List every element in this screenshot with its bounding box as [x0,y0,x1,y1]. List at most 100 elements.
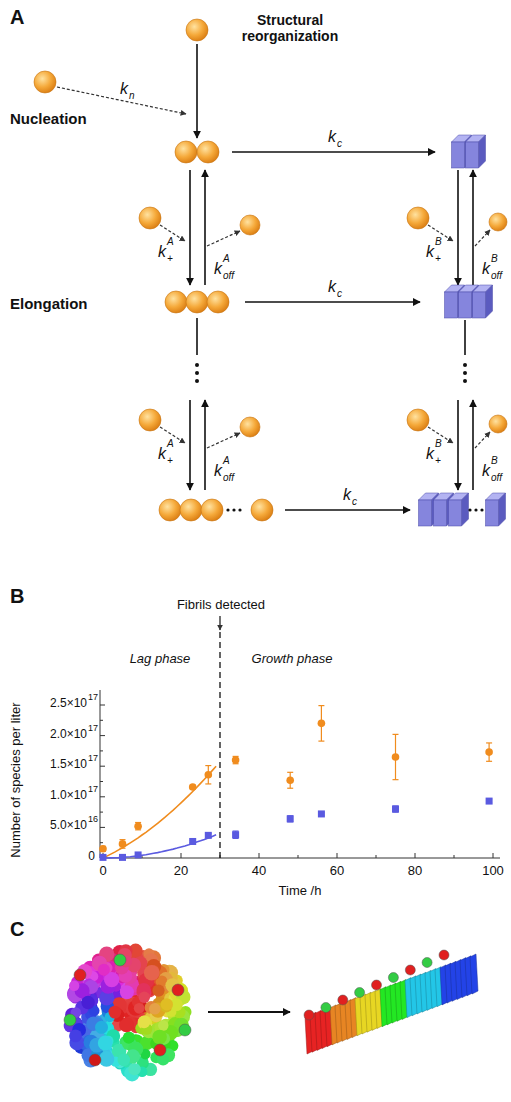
dashed-arrow [207,231,240,246]
marked-residue [114,954,126,966]
monomer-sphere [201,499,223,521]
fibril-arrow [219,616,220,630]
residue-sphere [158,1020,168,1030]
tick-label: 1.5×10 [50,758,87,772]
error-cap [205,765,211,766]
reaction-arrow [232,151,435,153]
data-circle [205,771,213,779]
axis-title: Number of species per liter [9,702,24,857]
data-circle [99,845,107,853]
monomer-sphere [34,71,56,93]
dashed-arrow [475,432,490,448]
monomer-sphere [186,291,208,313]
phase-label: Growth phase [252,652,333,667]
reaction-arrow [204,400,206,490]
rate-constant: k [158,243,166,261]
reaction-arrow [189,400,191,490]
data-square [205,832,212,839]
ellipsis-dot [195,363,199,367]
rate-constant: k [482,462,490,480]
marked-residue [422,958,432,968]
step-label: Nucleation [10,110,87,127]
marked-residue [355,988,365,998]
ellipsis-dot [238,508,241,511]
y-tick [100,750,103,751]
ellipsis-dot [226,508,229,511]
marked-residue [74,969,86,981]
error-cap [205,783,211,784]
y-tick [100,705,105,706]
marked-residue [64,1014,76,1026]
rate-subscript: + [167,253,173,265]
residue-sphere [98,1036,113,1051]
residue-sphere [128,1063,140,1075]
residue-sphere [152,985,164,997]
rate-subscript: + [435,455,441,467]
marked-residue [172,984,184,996]
error-cap [287,772,293,773]
rate-superscript: B [435,438,442,450]
block-side [499,493,506,526]
monomer-sphere [489,213,507,231]
data-square [318,810,325,817]
rate-subscript: off [223,472,234,484]
marked-residue [89,1054,101,1066]
chart-art [99,616,500,861]
monomer-sphere [139,409,161,431]
error-cap [486,761,492,762]
rate-subscript: c [337,288,342,300]
ellipsis-dot [195,371,199,375]
monomer-sphere [197,141,219,163]
structure-art [64,944,478,1082]
rate-superscript: B [435,236,442,248]
panel-letter: C [10,918,24,941]
error-cap [318,705,324,706]
rate-constant: k [426,243,434,261]
reaction-arrow [245,301,420,303]
tick-exponent: 17 [88,723,98,733]
rate-subscript: off [491,270,502,282]
reaction-arrow [457,400,459,490]
block-front [473,292,486,318]
data-circle [485,748,493,756]
error-cap [318,741,324,742]
tick-label: 2.5×10 [50,697,87,711]
reaction-arrow [472,400,474,490]
rate-constant: k [158,445,166,463]
step-label: Elongation [10,295,88,312]
data-square [392,806,399,813]
axis-text: 60 [330,864,344,879]
rate-subscript: + [167,455,173,467]
x-tick [415,853,416,858]
data-square [287,815,294,822]
monomer-sphere [180,499,202,521]
axis-text: Fibrils detected [177,598,265,613]
monomer-sphere [186,19,208,41]
x-tick [259,853,260,858]
tick-exponent: 16 [88,814,98,824]
rate-constant: k [328,128,336,146]
x-tick [298,855,299,858]
axis-text: 40 [252,864,266,879]
data-circle [286,776,294,784]
x-tick [337,853,338,858]
rate-constant: k [343,486,351,504]
rate-constant: k [426,445,434,463]
residue-sphere [69,1030,82,1043]
data-square [232,831,239,838]
reaction-arrow [457,170,459,285]
error-cap [393,734,399,735]
reaction-arrow [472,170,474,285]
residue-sphere [138,1016,151,1029]
tick-label: 2.0×10 [50,728,87,742]
transition-arrow [208,1011,290,1013]
block-side [479,135,486,168]
marked-residue [405,965,415,975]
residue-sphere [149,1003,161,1015]
connector-line [464,320,466,355]
rate-superscript: A [223,253,230,265]
rate-superscript: A [167,438,174,450]
data-circle [232,756,240,764]
axis-text: 0 [99,864,106,879]
